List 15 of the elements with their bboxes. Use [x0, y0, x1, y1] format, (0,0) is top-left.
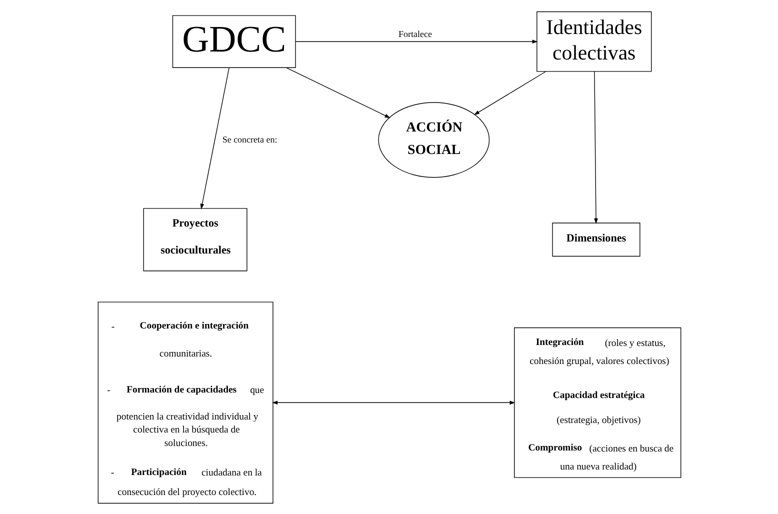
edge-label: Se concreta en: [222, 134, 277, 144]
arrow [473, 70, 546, 115]
node-box: Proyectos socioculturales [142, 208, 247, 271]
edge-label: Fortalece [398, 28, 432, 39]
arrow [594, 70, 598, 224]
arrow [286, 66, 390, 118]
arrow [294, 39, 538, 44]
node-box: Integración (roles y estatus, cohesión grupal, valores colectivos) Capacidad estratégica (estrategia, objetivos) Compromiso (acciones en busca de una nueva realidad) [514, 326, 681, 478]
node-ellipse: ACCIÓN SOCIAL [378, 102, 490, 178]
node-box: GDCC [172, 14, 296, 68]
arrow [272, 400, 515, 404]
node-box: Dimensiones [552, 222, 640, 256]
node-box: Identidades colectivas [536, 10, 652, 72]
node-box: - Cooperación e integración comunitarias. - Formación de capacidades que potencien la creatividad individual y colectiva en la búsqueda de soluciones. - Participación ciudadana en la consecución del proyecto colectivo. [97, 301, 273, 504]
arrow [200, 66, 229, 209]
